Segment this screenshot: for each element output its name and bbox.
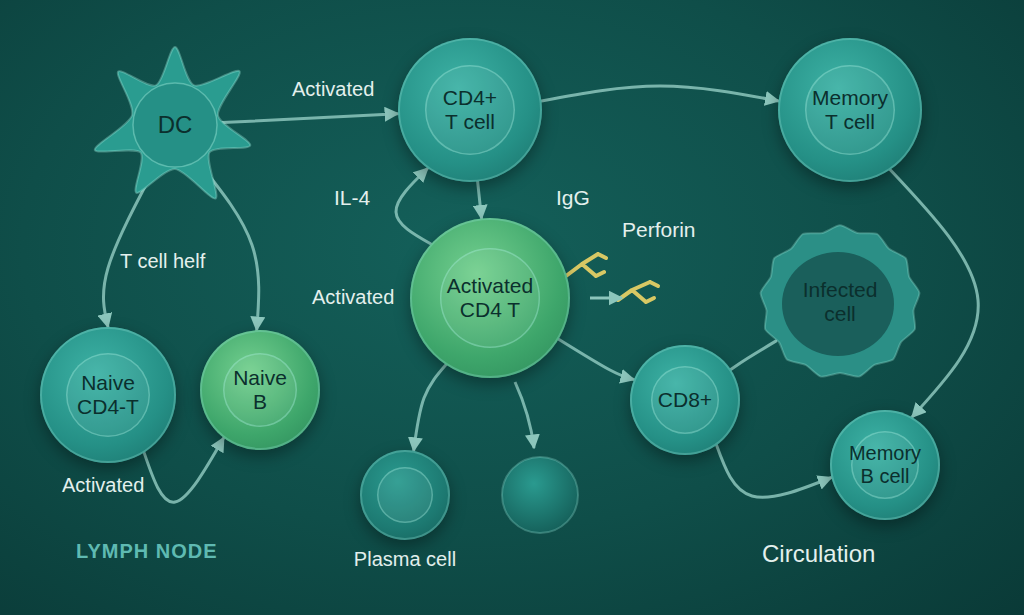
memory-t-cell: Memory T cell	[778, 38, 922, 182]
dendrite-body	[95, 47, 251, 199]
daughter-cell	[502, 457, 578, 533]
memory-b-cell: Memory B cell	[830, 410, 940, 520]
node-label: Plasma cell	[354, 548, 456, 571]
secretion-arrow	[590, 297, 622, 300]
connector-arrow	[144, 438, 224, 502]
connector-arrow	[716, 445, 831, 497]
dc-nucleus	[133, 83, 217, 167]
cd8-t-cell: CD8+	[630, 345, 740, 455]
connector-arrow	[414, 365, 446, 451]
node-label: CD8+	[658, 388, 712, 412]
annotation-label: IgG	[556, 186, 590, 210]
edge-label: T cell helf	[120, 250, 205, 273]
connector-arrow	[559, 339, 634, 379]
connector-arrow	[478, 182, 482, 219]
node-label: Naive B	[230, 366, 290, 414]
antibody-symbol	[566, 254, 658, 302]
cell-arrow	[515, 382, 534, 448]
connector-arrow	[222, 114, 398, 123]
plasma-cell: Plasma cell	[360, 450, 450, 540]
annotation-label: Perforin	[622, 218, 696, 242]
cell-nucleus	[782, 252, 894, 356]
naive-b-cell: Naive B	[200, 330, 320, 450]
node-label: Infected cell	[798, 278, 882, 326]
node-label: Memory B cell	[842, 442, 928, 488]
node-label: Memory T cell	[805, 86, 895, 134]
activated-t-cell: Activated CD4 T	[410, 218, 570, 378]
infected-cell: Infected cell	[755, 222, 925, 382]
connector-arrow	[731, 341, 776, 369]
node-label: Naive CD4-T	[66, 371, 150, 419]
node-label: Activated CD4 T	[435, 274, 545, 322]
connector-arrow	[396, 168, 431, 244]
edge-label: IL-4	[334, 186, 370, 210]
node-label: DC	[158, 111, 193, 139]
connector-arrow	[103, 168, 154, 327]
dendritic-cell: DC	[80, 30, 270, 220]
region-label: Circulation	[762, 540, 875, 568]
edge-label: Activated	[292, 78, 374, 101]
connector-arrow	[541, 86, 778, 101]
t-cell: CD4+ T cell	[398, 38, 542, 182]
region-label: LYMPH NODE	[76, 540, 218, 563]
node-label: CD4+ T cell	[438, 86, 502, 134]
annotation-label: Activated	[312, 286, 394, 309]
naive-t-cell: Naive CD4-T	[40, 327, 176, 463]
edge-label: Activated	[62, 474, 144, 497]
cell-membrane	[761, 225, 920, 376]
